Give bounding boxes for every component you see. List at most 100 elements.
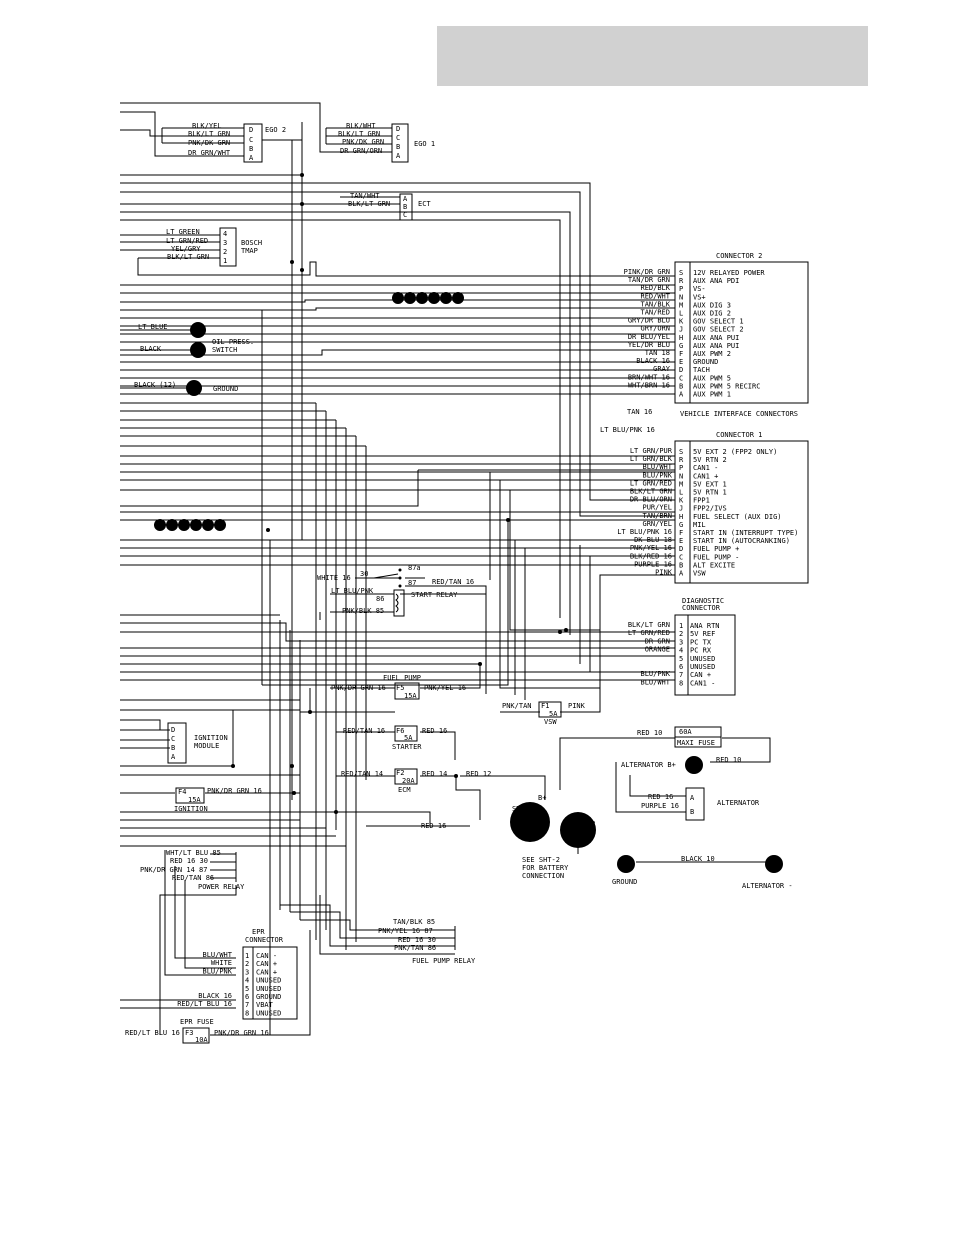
ego2-connector: D C B A EGO 2 BLK/YEL BLK/LT GRN PNK/DK … [188, 122, 286, 163]
diagnostic-pin-function: CAN1 - [690, 679, 715, 687]
connector1-pin-function: CAN1 + [693, 472, 718, 480]
svg-text:GROUND: GROUND [612, 878, 637, 886]
svg-text:B: B [171, 744, 175, 752]
svg-text:IGNITION: IGNITION [174, 805, 208, 813]
svg-text:BLK/YEL: BLK/YEL [192, 122, 222, 130]
connector1-pin: K [679, 497, 684, 505]
svg-text:4: 4 [223, 230, 227, 238]
diagnostic-pin: 1 [679, 622, 683, 630]
svg-text:BLK/LT GRN: BLK/LT GRN [338, 130, 380, 138]
connector1-pin-function: FPP1 [693, 497, 710, 505]
epr-pin: 2 [245, 960, 249, 968]
svg-text:MAXI FUSE: MAXI FUSE [677, 739, 715, 747]
ego2-label: EGO 2 [265, 126, 286, 134]
svg-text:STARTER: STARTER [566, 820, 596, 828]
connector1-pin-function: START IN (AUTOCRANKING) [693, 537, 790, 545]
connector1-pin-function: START IN (INTERRUPT TYPE) [693, 529, 798, 537]
svg-text:OIL PRESS.: OIL PRESS. [212, 338, 254, 346]
svg-text:PNK/DK GRN: PNK/DK GRN [188, 139, 230, 147]
connector2-wire-label: GRY/DR BLU [628, 317, 670, 325]
svg-text:PINK: PINK [568, 702, 586, 710]
connector1-pin-function: 5V RTN 2 [693, 456, 727, 464]
diagnostic-pin: 8 [679, 679, 683, 687]
epr-wire-label: BLACK 16 [198, 992, 232, 1000]
harness-wires [120, 102, 771, 1036]
epr-pin-function: VBAT [256, 1001, 274, 1009]
diagnostic-pin: 7 [679, 671, 683, 679]
diagnostic-pin-function: PC RX [690, 647, 712, 655]
connector1-wire-label: LT GRN/RED [630, 479, 672, 487]
connector2-pin-function: VS+ [693, 293, 706, 301]
diagnostic-pin-function: 5V REF [690, 630, 715, 638]
svg-text:ALTERNATOR B+: ALTERNATOR B+ [621, 761, 676, 769]
diagnostic-wire-label: BLU/PNK [640, 670, 670, 678]
connector1-wire-label: PNK/YEL 16 [630, 544, 672, 552]
svg-text:SOLENOID: SOLENOID [512, 812, 546, 820]
svg-text:WHITE 16: WHITE 16 [317, 574, 351, 582]
svg-text:VEHICLE INTERFACE CONNECTORS: VEHICLE INTERFACE CONNECTORS [680, 410, 798, 418]
svg-text:F6: F6 [396, 727, 404, 735]
svg-text:BLACK: BLACK [140, 345, 162, 353]
connector2-pin-function: AUX PWM 2 [693, 350, 731, 358]
svg-text:C: C [249, 136, 253, 144]
connector2-pin-function: AUX ANA PDI [693, 277, 739, 285]
svg-text:DR GRN/WHT: DR GRN/WHT [188, 149, 231, 157]
svg-text:TMAP: TMAP [241, 247, 258, 255]
connector2-title: CONNECTOR 2 [716, 252, 762, 260]
twisted-pair-top [392, 292, 464, 304]
svg-text:RED 10: RED 10 [716, 756, 741, 764]
ect-sensor: A B C ECT TAN/WHT BLK/LT GRN [348, 192, 431, 221]
svg-text:CONNECTOR: CONNECTOR [245, 936, 284, 944]
svg-text:A: A [403, 195, 408, 203]
alternator-label: ALTERNATOR [717, 799, 760, 807]
epr-wire-label: WHITE [211, 959, 232, 967]
diagnostic-wire-label: BLK/LT GRN [628, 621, 670, 629]
svg-text:SEE SHT-2: SEE SHT-2 [522, 856, 560, 864]
diagnostic-pin: 6 [679, 663, 683, 671]
svg-text:B: B [690, 808, 694, 816]
connector1-pin-function: CAN1 - [693, 464, 718, 472]
svg-text:TAN 16: TAN 16 [627, 408, 652, 416]
epr-pin-function: CAN - [256, 952, 277, 960]
diagnostic-pin-function: UNUSED [690, 655, 715, 663]
svg-text:30: 30 [360, 570, 368, 578]
connector1-wire-label: DR BLU/ORN [630, 496, 672, 504]
svg-text:2: 2 [223, 248, 227, 256]
junction-dots [231, 173, 568, 814]
svg-text:PNK/DR GRN 16: PNK/DR GRN 16 [214, 1029, 269, 1037]
epr-pin-function: GROUND [256, 993, 281, 1001]
connector1-pin-function: VSW [693, 570, 706, 578]
power-relay-label: POWER RELAY [198, 883, 245, 891]
svg-text:RED 12: RED 12 [466, 770, 491, 778]
connector1-pin-function: FUEL SELECT (AUX DIG) [693, 513, 782, 521]
connector1-pin-function: 5V RTN 1 [693, 489, 727, 497]
connector2-pin: C [679, 374, 683, 382]
epr-pin-function: UNUSED [256, 977, 281, 985]
connector2-wire-label: GRY/ORN [640, 325, 670, 333]
svg-text:B: B [396, 143, 400, 151]
tmap-sensor: 4 3 2 1 BOSCH TMAP LT GREEN LT GRN/RED Y… [166, 227, 262, 267]
svg-text:RED 16: RED 16 [422, 727, 447, 735]
svg-text:STARTER: STARTER [392, 743, 422, 751]
connector1-pin: E [679, 537, 683, 545]
connector2-wire-label: RED/BLK [640, 284, 670, 292]
svg-text:RED/TAN 16: RED/TAN 16 [343, 727, 385, 735]
epr-pin: 6 [245, 993, 249, 1001]
svg-text:MODULE: MODULE [194, 742, 219, 750]
epr-pin: 8 [245, 1009, 249, 1017]
connector2-pin: P [679, 285, 683, 293]
connector2-pin-function: VS- [693, 285, 706, 293]
svg-text:WHT/LT BLU 85: WHT/LT BLU 85 [166, 849, 221, 857]
ect-label: ECT [418, 200, 431, 208]
connector2-wire-label: BLACK 16 [636, 357, 670, 365]
connector1-pin: S [679, 448, 683, 456]
svg-text:CONNECTION: CONNECTION [522, 872, 564, 880]
connector2-pin-function: GOV SELECT 2 [693, 326, 744, 334]
connector2-wire-label: TAN/BLK [640, 300, 670, 308]
connector2-wire-label: TAN/RED [640, 309, 670, 317]
svg-text:ECM: ECM [398, 786, 411, 794]
connector2-pin: E [679, 358, 683, 366]
svg-text:TAN/WHT: TAN/WHT [350, 192, 380, 200]
connector2-wire-label: WHT/BRN 16 [628, 381, 670, 389]
